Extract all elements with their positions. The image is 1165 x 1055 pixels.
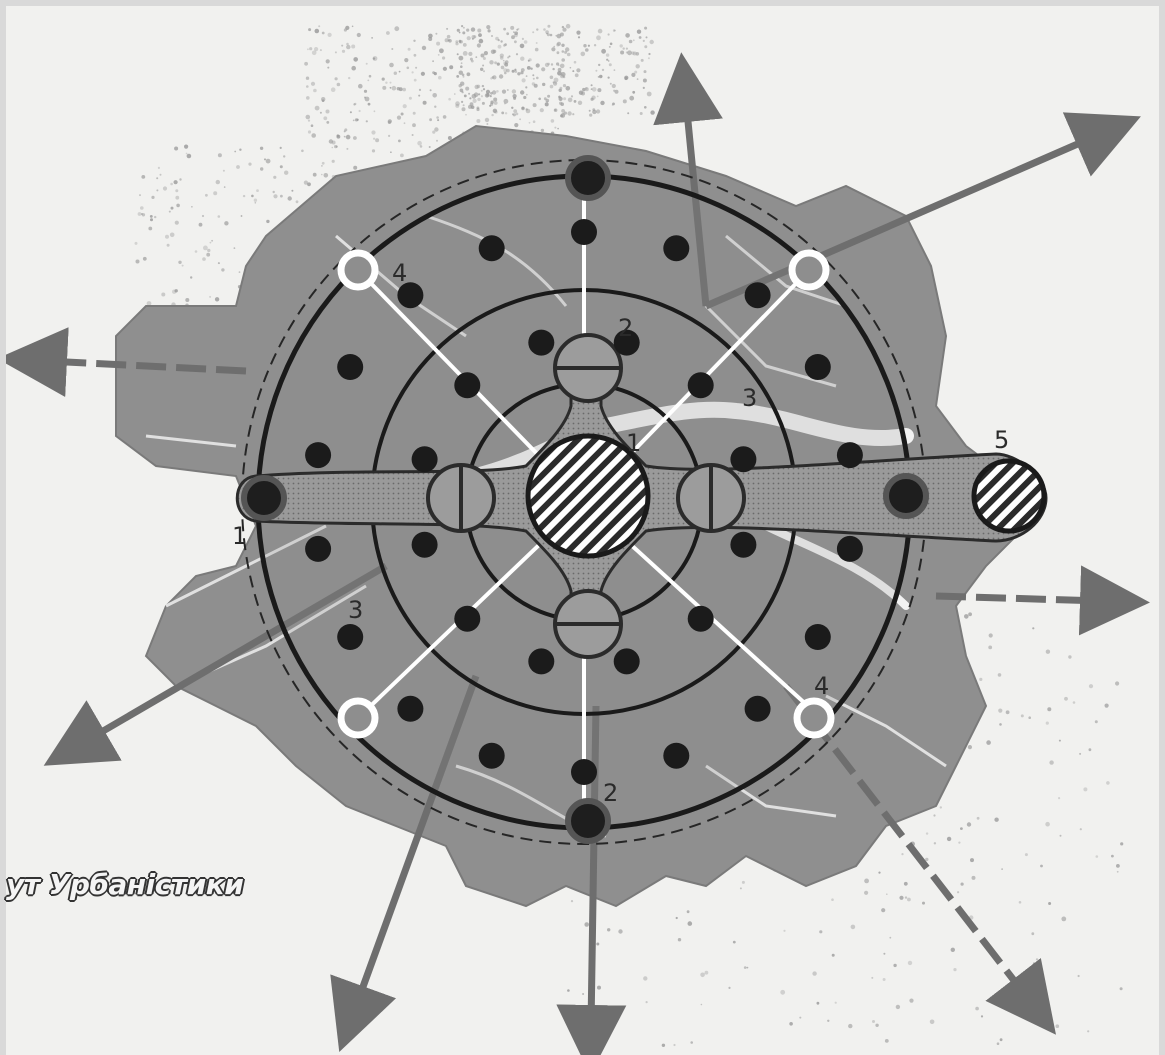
district-dot [397,696,423,722]
open-ring-icon-sw [341,701,375,735]
hatched-circle-icon-east [974,461,1044,531]
split-circle-icon-west [428,465,494,531]
label-west-1: 1 [232,522,247,550]
district-dot [730,532,756,558]
district-dot [730,446,756,472]
district-dot [663,235,689,261]
district-dot [305,536,331,562]
district-dot [454,372,480,398]
dark-dot-icon-south [568,801,608,841]
district-dot [337,354,363,380]
split-circle-icon-south [555,591,621,657]
label-ne-3: 3 [742,384,757,412]
axis-east [936,596,1101,601]
split-circle-icon-east [678,465,744,531]
label-se-4: 4 [814,672,829,700]
label-east-5: 5 [994,426,1009,454]
dark-dot-icon-east [886,476,926,516]
district-dot [528,330,554,356]
watermark-text: ут Урбаністики [6,868,243,901]
district-dot [571,219,597,245]
dark-dot-icon-north [568,158,608,198]
district-dot [805,624,831,650]
district-dot [837,442,863,468]
district-dot [688,372,714,398]
open-ring-icon-nw [341,253,375,287]
district-dot [479,743,505,769]
district-dot [614,648,640,674]
label-sw-3: 3 [348,596,363,624]
district-dot [528,648,554,674]
label-center-1: 1 [626,429,641,457]
district-dot [745,696,771,722]
district-dot [412,446,438,472]
district-dot [663,743,689,769]
district-dot [688,606,714,632]
label-north-2: 2 [618,314,633,342]
district-dot [745,282,771,308]
open-ring-icon-se [797,701,831,735]
district-dot [571,759,597,785]
open-ring-icon-ne [792,253,826,287]
district-dot [479,235,505,261]
label-south-2: 2 [603,779,618,807]
split-circle-icon-north [555,335,621,401]
dark-dot-icon-west [244,478,284,518]
district-dot [805,354,831,380]
label-nw-4: 4 [392,259,407,287]
district-dot [837,536,863,562]
district-dot [337,624,363,650]
district-dot [454,606,480,632]
district-dot [305,442,331,468]
district-dot [412,532,438,558]
